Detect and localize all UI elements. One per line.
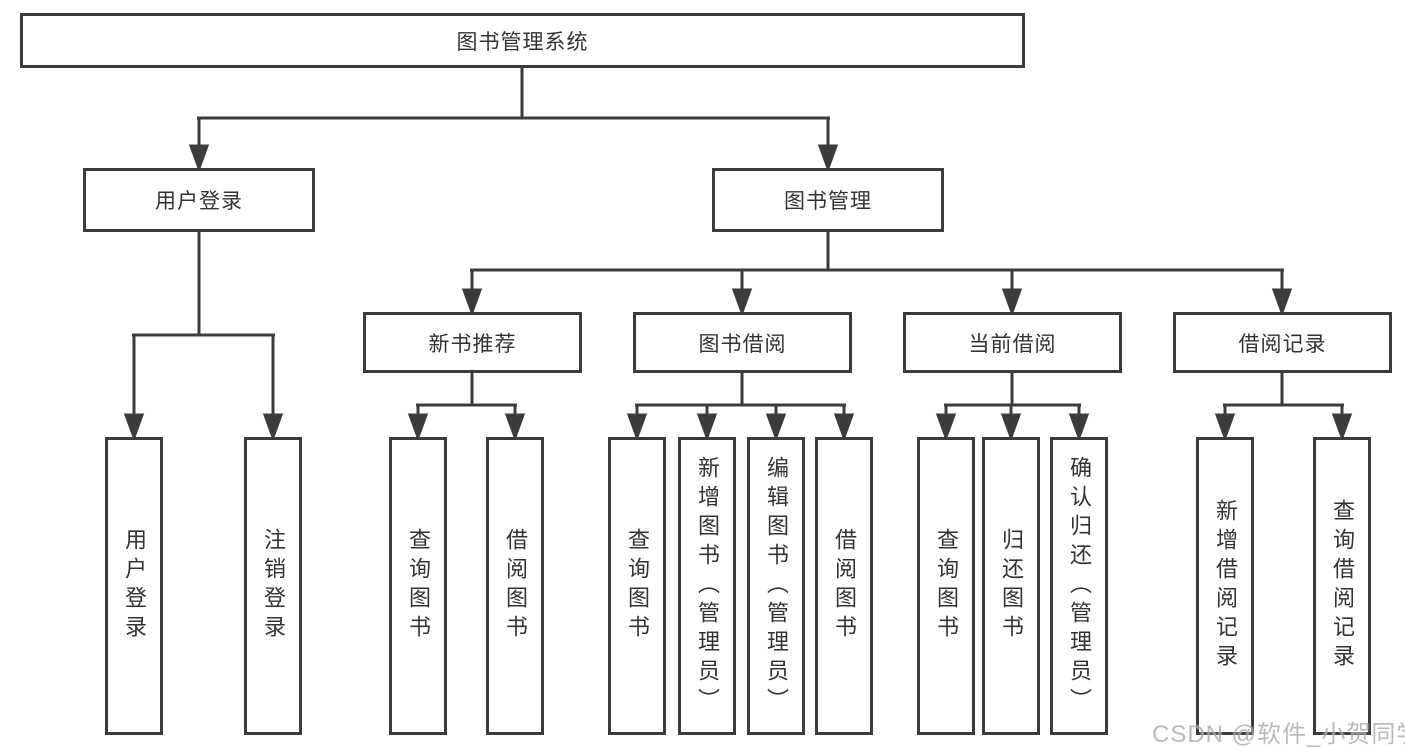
leaf-return-book: 归还图书 [982, 437, 1040, 735]
leaf-query-books-recommend: 查询图书 [389, 437, 447, 735]
connector-borrow-records [1214, 373, 1353, 442]
node-book-management: 图书管理 [712, 168, 944, 232]
node-book-borrow: 图书借阅 [633, 312, 852, 373]
node-new-book-recommend-label: 新书推荐 [428, 332, 517, 356]
leaf-add-book-admin: 新增图书（管理员） [678, 437, 736, 735]
node-user-login-label: 用户登录 [155, 190, 243, 213]
connector-root [188, 68, 839, 173]
leaf-confirm-return-admin-label: 确认归还（管理员） [1067, 455, 1092, 717]
node-root-label: 图书管理系统 [456, 30, 589, 54]
leaf-logout-label: 注销登录 [261, 528, 286, 644]
leaf-query-books-borrow: 查询图书 [608, 437, 666, 735]
connector-new-book-recommend [407, 373, 526, 442]
leaf-edit-book-admin-label: 编辑图书（管理员） [764, 455, 789, 717]
leaf-user-login-label: 用户登录 [122, 528, 147, 644]
node-borrow-records: 借阅记录 [1173, 312, 1392, 373]
leaf-borrow-books-recommend-label: 借阅图书 [503, 528, 528, 644]
connector-book-management [461, 232, 1293, 317]
leaf-return-book-label: 归还图书 [999, 528, 1024, 644]
connector-user-login [123, 232, 284, 442]
leaf-borrow-books-recommend: 借阅图书 [486, 437, 544, 735]
leaf-query-books-borrow-label: 查询图书 [625, 528, 650, 644]
leaf-query-books-current-label: 查询图书 [934, 528, 959, 644]
leaf-query-borrow-record-label: 查询借阅记录 [1330, 499, 1355, 673]
node-user-login: 用户登录 [83, 168, 315, 232]
node-current-borrow-label: 当前借阅 [968, 332, 1057, 356]
leaf-borrow-books: 借阅图书 [815, 437, 873, 735]
node-borrow-records-label: 借阅记录 [1238, 332, 1327, 356]
leaf-add-borrow-record-label: 新增借阅记录 [1213, 499, 1238, 673]
leaf-add-borrow-record: 新增借阅记录 [1196, 437, 1254, 735]
leaf-logout: 注销登录 [244, 437, 302, 735]
node-book-management-label: 图书管理 [784, 190, 872, 213]
node-current-borrow: 当前借阅 [903, 312, 1122, 373]
leaf-edit-book-admin: 编辑图书（管理员） [747, 437, 805, 735]
leaf-query-borrow-record: 查询借阅记录 [1313, 437, 1371, 735]
leaf-user-login: 用户登录 [105, 437, 163, 735]
connector-current-borrow [935, 373, 1090, 442]
node-book-borrow-label: 图书借阅 [698, 332, 787, 356]
node-root: 图书管理系统 [20, 13, 1025, 68]
csdn-watermark: CSDN @软件_小贺同学 [1152, 721, 1405, 747]
leaf-borrow-books-label: 借阅图书 [832, 528, 857, 644]
node-new-book-recommend: 新书推荐 [363, 312, 582, 373]
leaf-query-books-recommend-label: 查询图书 [406, 528, 431, 644]
connector-book-borrow [626, 373, 855, 442]
leaf-add-book-admin-label: 新增图书（管理员） [695, 455, 720, 717]
leaf-confirm-return-admin: 确认归还（管理员） [1050, 437, 1108, 735]
leaf-query-books-current: 查询图书 [917, 437, 975, 735]
